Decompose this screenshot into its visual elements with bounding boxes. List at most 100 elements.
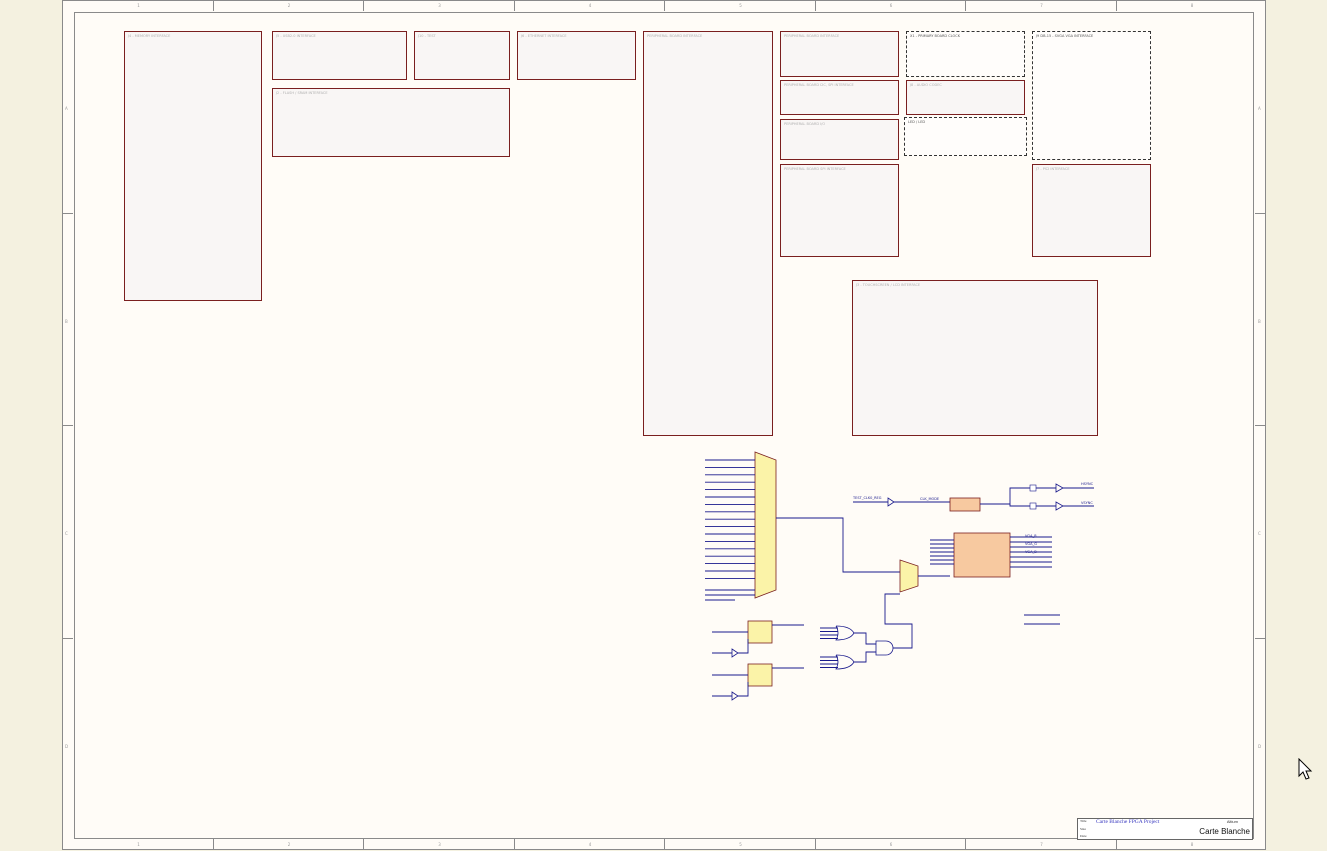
- hsync-net: HSYNC: [1081, 482, 1094, 486]
- sheet-symbol-title: X1 - PRIMARY BOARD CLOCK: [910, 34, 960, 38]
- clock-mode-net: CLK_MODE: [920, 497, 940, 501]
- zone-tick: [814, 839, 816, 850]
- vga-r-net: VGA_R: [1025, 534, 1037, 538]
- sheet-inner-border: [74, 12, 1254, 839]
- zone-column-label: 5: [739, 842, 742, 847]
- sheet-symbol-title: PERIPHERAL BOARD I/O: [784, 122, 826, 126]
- or-gate-symbol: [835, 654, 855, 670]
- sheet-symbol-title: J9 DB-15 - SVGA VGA INTERFACE: [1036, 34, 1094, 38]
- resistor-symbol: [1029, 484, 1037, 492]
- zone-tick: [212, 0, 214, 11]
- sheet-symbol[interactable]: J4 - MEMORY INTERFACE: [124, 31, 262, 301]
- zone-column-label: 2: [287, 3, 291, 8]
- and-gate-symbol: [875, 640, 894, 656]
- wire: [854, 651, 876, 663]
- zone-tick: [62, 637, 73, 639]
- sheet-symbol[interactable]: J6 - ETHERNET INTERFACE: [517, 31, 636, 80]
- zone-column-label: 8: [1190, 3, 1194, 8]
- inverter-symbol: [731, 648, 739, 658]
- zone-tick: [1255, 425, 1266, 426]
- project-title: Carte Blanche FPGA Project: [1096, 819, 1160, 825]
- size-label: Size: [1080, 827, 1087, 831]
- zone-tick: [363, 0, 364, 11]
- sheet-symbol-title: J8 - AUDIO CODEC: [910, 83, 942, 87]
- zone-tick: [513, 0, 515, 11]
- zone-tick: [1115, 0, 1117, 11]
- zone-tick: [363, 839, 364, 850]
- sheet-symbol[interactable]: J9 DB-15 - SVGA VGA INTERFACE: [1032, 31, 1151, 160]
- buffer-symbol: [1055, 501, 1064, 511]
- zone-row-label: A: [1258, 106, 1261, 112]
- zone-tick: [664, 839, 665, 850]
- sheet-symbol[interactable]: J5 - USB2.0 INTERFACE: [272, 31, 407, 80]
- sheet-symbol-title: J3 - TOUCHSCREEN / LCD INTERFACE: [856, 283, 921, 287]
- vsync-net: VSYNC: [1081, 501, 1093, 505]
- sheet-symbol-title: LED / LED: [908, 120, 926, 124]
- resistor-symbol: [1029, 502, 1037, 510]
- sheet-symbol[interactable]: J2 - FLASH / SRAM INTERFACE: [272, 88, 510, 157]
- sheet-symbol[interactable]: PERIPHERAL BOARD SPI INTERFACE: [780, 164, 899, 257]
- mux-out-wire: [776, 517, 900, 573]
- clock-wire: [1009, 504, 1030, 507]
- zone-row-label: B: [65, 318, 68, 324]
- sheet-symbol[interactable]: PERIPHERAL BOARD INTERFACE: [780, 31, 899, 77]
- sheet-symbol[interactable]: J8 - AUDIO CODEC: [906, 80, 1025, 115]
- sheet-symbol-title: J7 - PS2 INTERFACE: [1036, 167, 1070, 171]
- sheet-symbol[interactable]: PERIPHERAL BOARD I2C, SPI INTERFACE: [780, 80, 899, 115]
- sheet-symbol-title: PERIPHERAL BOARD SPI INTERFACE: [784, 167, 846, 171]
- sheet-symbol-title: J5 - USB2.0 INTERFACE: [276, 34, 316, 38]
- flip-flop-symbol: [747, 663, 773, 687]
- zone-column-label: 3: [438, 3, 441, 8]
- zone-tick: [62, 212, 73, 214]
- zone-tick: [513, 839, 515, 850]
- sheet-symbol-title: PERIPHERAL BOARD I2C, SPI INTERFACE: [784, 83, 854, 87]
- zone-tick: [62, 425, 73, 426]
- zone-column-label: 4: [588, 842, 592, 847]
- sheet-symbol[interactable]: J3 - TOUCHSCREEN / LCD INTERFACE: [852, 280, 1098, 436]
- flip-flop-symbol: [747, 620, 773, 644]
- zone-column-label: 4: [588, 3, 592, 8]
- zone-column-label: 6: [889, 842, 893, 847]
- zone-tick: [965, 0, 966, 11]
- zone-row-label: C: [65, 531, 68, 537]
- sheet-symbol-title: J10 - TEST: [418, 34, 436, 38]
- ff-clock-wire: [738, 682, 749, 697]
- small-mux-symbol: [899, 559, 919, 593]
- carte-blanche-logo: Carte Blanche: [1199, 827, 1250, 836]
- zone-column-label: 1: [137, 842, 140, 847]
- wires: [705, 451, 1094, 701]
- zone-row-label: C: [1258, 531, 1261, 537]
- pll-ic: [949, 497, 981, 512]
- zone-column-label: 6: [889, 3, 893, 8]
- zone-column-label: 5: [739, 3, 742, 8]
- sheet-symbol[interactable]: PERIPHERAL BOARD I/O: [780, 119, 899, 160]
- mouse-cursor-icon: [1298, 758, 1313, 780]
- sheet-symbol[interactable]: PERIPHERAL BOARD INTERFACE: [643, 31, 773, 436]
- sheet-symbol-title: PERIPHERAL BOARD INTERFACE: [784, 34, 840, 38]
- zone-tick: [965, 839, 966, 850]
- zone-column-label: 2: [287, 842, 291, 847]
- sheet-symbol[interactable]: X1 - PRIMARY BOARD CLOCK: [906, 31, 1025, 77]
- zone-tick: [1255, 637, 1266, 639]
- logo-caption: Altium: [1226, 819, 1238, 824]
- sheet-symbol[interactable]: J10 - TEST: [414, 31, 510, 80]
- sheet-symbol-title: J4 - MEMORY INTERFACE: [128, 34, 171, 38]
- buffer-symbol: [887, 497, 895, 507]
- clock-input-net: TEST_CLK0_REG: [853, 496, 882, 500]
- title-block: Carte Blanche FPGA Project Title Size Da…: [1077, 818, 1253, 840]
- wire: [854, 632, 876, 645]
- zone-tick: [212, 839, 214, 850]
- date-label: Date: [1080, 834, 1087, 838]
- zone-tick: [664, 0, 665, 11]
- sheet-symbol[interactable]: J7 - PS2 INTERFACE: [1032, 164, 1151, 257]
- zone-row-label: D: [65, 743, 69, 749]
- sheet-symbol-title: PERIPHERAL BOARD INTERFACE: [647, 34, 703, 38]
- sheet-symbol[interactable]: LED / LED: [904, 117, 1027, 156]
- inverter-symbol: [731, 691, 739, 701]
- sheet-symbol-title: J2 - FLASH / SRAM INTERFACE: [276, 91, 328, 95]
- multiplexer-symbol: [754, 451, 777, 599]
- vga-b-net: VGA_B: [1025, 550, 1037, 554]
- vga-controller-ic: [953, 532, 1011, 578]
- wire: [884, 593, 913, 649]
- zone-row-label: B: [1258, 318, 1261, 324]
